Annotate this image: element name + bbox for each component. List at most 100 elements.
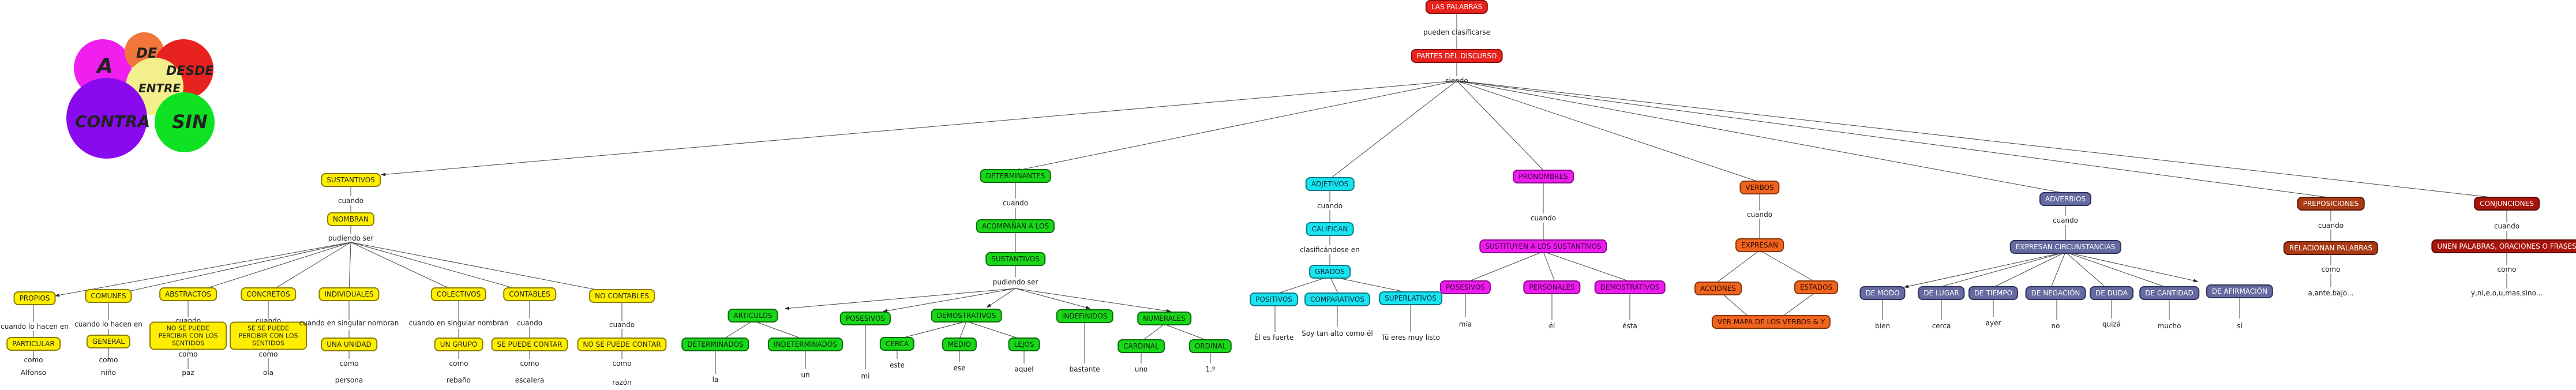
positivos-node[interactable]: POSITIVOS — [1250, 292, 1298, 306]
no-se-puede-contar-node[interactable]: NO SE PUEDE CONTAR — [577, 337, 667, 351]
adverbio-afirmacion-example: sí — [2237, 322, 2243, 330]
indeterminados-node[interactable]: INDETERMINADOS — [768, 337, 843, 351]
no-contables-node[interactable]: NO CONTABLES — [589, 289, 655, 303]
sustituyen-node[interactable]: SUSTITUYEN A LOS SUSTANTIVOS — [1479, 239, 1607, 253]
ordinal-node[interactable]: ORDINAL — [1188, 339, 1232, 353]
preposiciones-node[interactable]: PREPOSICIONES — [2297, 197, 2365, 211]
individuales-link2: como — [339, 359, 359, 367]
lejos-node[interactable]: LEJOS — [1008, 337, 1040, 351]
concretos-node[interactable]: CONCRETOS — [241, 287, 296, 301]
pronombres-node[interactable]: PRONOMBRES — [1513, 170, 1574, 183]
ver-mapa-verbos-node[interactable]: VER MAPA DE LOS VERBOS & Y — [1711, 315, 1831, 329]
preposiciones-example: a,ante,bajo... — [2308, 289, 2354, 297]
categories-node[interactable]: PARTES DEL DISCURSO — [1411, 49, 1503, 63]
expresan-node[interactable]: EXPRESAN — [1735, 238, 1784, 252]
acciones-node[interactable]: ACCIONES — [1694, 282, 1742, 295]
determinantes-link: cuando — [1002, 199, 1029, 207]
contables-example: escalera — [515, 376, 545, 384]
root-node[interactable]: LAS PALABRAS — [1425, 0, 1488, 14]
posesivos-det-node[interactable]: POSESIVOS — [839, 312, 891, 325]
adjetivos-link2: clasificándose en — [1300, 246, 1360, 254]
cerca-node[interactable]: CERCA — [879, 337, 915, 351]
personales-example: él — [1548, 322, 1555, 330]
acompanan-node[interactable]: ACOMPAÑAN A LOS — [976, 219, 1055, 233]
indefinidos-example: bastante — [1069, 365, 1100, 373]
determinantes-node[interactable]: DETERMINANTES — [980, 169, 1051, 183]
conjunciones-example: y,ni,e,o,u,mas,sino... — [2470, 289, 2543, 297]
superlativos-example: Tú eres muy listo — [1381, 333, 1440, 342]
concretos-example: ola — [263, 369, 274, 377]
nombran-node[interactable]: NOMBRAN — [327, 212, 375, 226]
preposiciones-link: cuando — [2318, 222, 2344, 230]
general-node[interactable]: GENERAL — [86, 335, 131, 348]
medio-example: ese — [953, 364, 966, 372]
medio-node[interactable]: MEDIO — [942, 337, 977, 351]
comparativos-node[interactable]: COMPARATIVOS — [1304, 292, 1370, 306]
no-percibir-node[interactable]: NO SE PUEDE PERCIBIR CON LOS SENTIDOS — [149, 321, 227, 350]
logo-circle-contra — [66, 78, 147, 159]
adverbio-tiempo-node[interactable]: DE TIEMPO — [1968, 286, 2019, 300]
sustantivos-target-node[interactable]: SUSTANTIVOS — [985, 252, 1045, 266]
personales-node[interactable]: PERSONALES — [1523, 280, 1581, 294]
root-link: pueden clasificarse — [1423, 28, 1490, 36]
circunstancias-node[interactable]: EXPRESAN CIRCUNSTANCIAS — [2009, 240, 2121, 254]
se-puede-contar-node[interactable]: SE PUEDE CONTAR — [491, 337, 568, 351]
preposiciones-link2: como — [2321, 265, 2341, 273]
determinados-node[interactable]: DETERMINADOS — [681, 337, 749, 351]
individuales-node[interactable]: INDIVIDUALES — [318, 287, 380, 301]
abstractos-example: paz — [182, 369, 194, 377]
indeterminados-example: un — [801, 371, 810, 379]
un-grupo-node[interactable]: UN GRUPO — [434, 337, 483, 351]
colectivos-node[interactable]: COLECTIVOS — [430, 287, 487, 301]
colectivos-link: cuando en singular nombran — [408, 319, 509, 327]
demostrativos-pron-node[interactable]: DEMOSTRATIVOS — [1594, 280, 1666, 294]
posesivos-pron-node[interactable]: POSESIVOS — [1439, 280, 1491, 294]
posesivos-pron-example: mía — [1458, 320, 1472, 328]
abstractos-link2: como — [178, 350, 198, 358]
adverbios-link: cuando — [2052, 216, 2079, 224]
adverbio-cantidad-example: mucho — [2157, 322, 2181, 330]
unen-palabras-node[interactable]: UNEN PALABRAS, ORACIONES O FRASES — [2431, 239, 2576, 253]
conjunciones-link2: como — [2497, 265, 2517, 273]
califican-node[interactable]: CALIFICAN — [1306, 222, 1354, 236]
sustantivos-link: cuando — [338, 197, 364, 205]
propios-link: cuando lo hacen en — [1, 322, 69, 331]
articulos-node[interactable]: ARTÍCULOS — [728, 309, 778, 322]
articulos-example: la — [712, 376, 719, 384]
contables-node[interactable]: CONTABLES — [503, 287, 556, 301]
propios-node[interactable]: PROPIOS — [13, 291, 56, 305]
adjetivos-link: cuando — [1317, 202, 1343, 210]
numerales-node[interactable]: NUMERALES — [1137, 312, 1191, 325]
adjetivos-node[interactable]: ADJETIVOS — [1305, 177, 1355, 191]
no-contables-link: cuando — [609, 321, 635, 329]
adverbios-node[interactable]: ADVERBIOS — [2039, 192, 2092, 206]
adverbio-cantidad-node[interactable]: DE CANTIDAD — [2139, 286, 2199, 300]
indefinidos-node[interactable]: INDEFINIDOS — [1056, 309, 1113, 323]
particular-node[interactable]: PARTICULAR — [6, 337, 61, 351]
si-percibir-node[interactable]: SE SE PUEDE PERCIBIR CON LOS SENTIDOS — [230, 321, 307, 350]
categories-link: siendo — [1445, 77, 1468, 85]
positivos-example: Él es fuerte — [1254, 333, 1294, 342]
una-unidad-node[interactable]: UNA UNIDAD — [321, 337, 377, 351]
adverbio-modo-node[interactable]: DE MODO — [1859, 286, 1906, 300]
superlativos-node[interactable]: SUPERLATIVOS — [1379, 291, 1442, 305]
comunes-node[interactable]: COMUNES — [85, 289, 132, 303]
adverbio-negacion-node[interactable]: DE NEGACIÓN — [2025, 286, 2086, 300]
conjunciones-link: cuando — [2493, 222, 2520, 230]
logo-word-entre: ENTRE — [138, 81, 181, 95]
estados-node[interactable]: ESTADOS — [1794, 280, 1839, 294]
demostrativos-det-node[interactable]: DEMOSTRATIVOS — [931, 309, 1002, 322]
adverbio-afirmacion-node[interactable]: DE AFIRMACIÓN — [2206, 284, 2274, 298]
grados-node[interactable]: GRADOS — [1309, 265, 1351, 279]
cerca-example: este — [890, 361, 905, 369]
adverbio-duda-node[interactable]: DE DUDA — [2090, 286, 2133, 300]
verbos-node[interactable]: VERBOS — [1739, 181, 1780, 194]
cardinal-node[interactable]: CARDINAL — [1118, 339, 1165, 353]
relacionan-node[interactable]: RELACIONAN PALABRAS — [2283, 241, 2378, 255]
abstractos-node[interactable]: ABSTRACTOS — [159, 287, 217, 301]
adverbio-lugar-node[interactable]: DE LUGAR — [1918, 286, 1965, 300]
sustantivos-node[interactable]: SUSTANTIVOS — [321, 173, 381, 187]
conjunciones-node[interactable]: CONJUNCIONES — [2474, 197, 2540, 211]
determinantes-link2: pudiendo ser — [992, 278, 1038, 286]
adverbio-tiempo-example: ayer — [1985, 319, 2001, 327]
